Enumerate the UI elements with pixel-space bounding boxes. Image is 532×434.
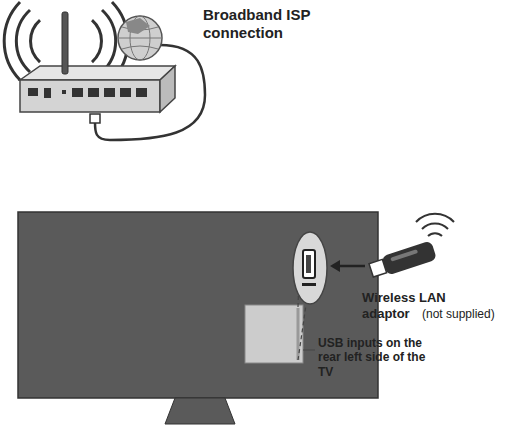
usb-port-closeup — [293, 232, 327, 304]
television — [18, 212, 378, 424]
router — [20, 12, 175, 123]
wifi-waves — [416, 214, 454, 236]
leader-line — [303, 350, 315, 351]
isp-label: Broadband ISP connection — [203, 6, 323, 42]
wireless-lan-adaptor — [368, 240, 437, 279]
insert-arrow — [330, 260, 365, 272]
note-label: (not supplied) — [422, 307, 527, 321]
internet-globe — [118, 16, 162, 60]
usb-label: USB inputs on the rear left side of the … — [318, 336, 438, 379]
